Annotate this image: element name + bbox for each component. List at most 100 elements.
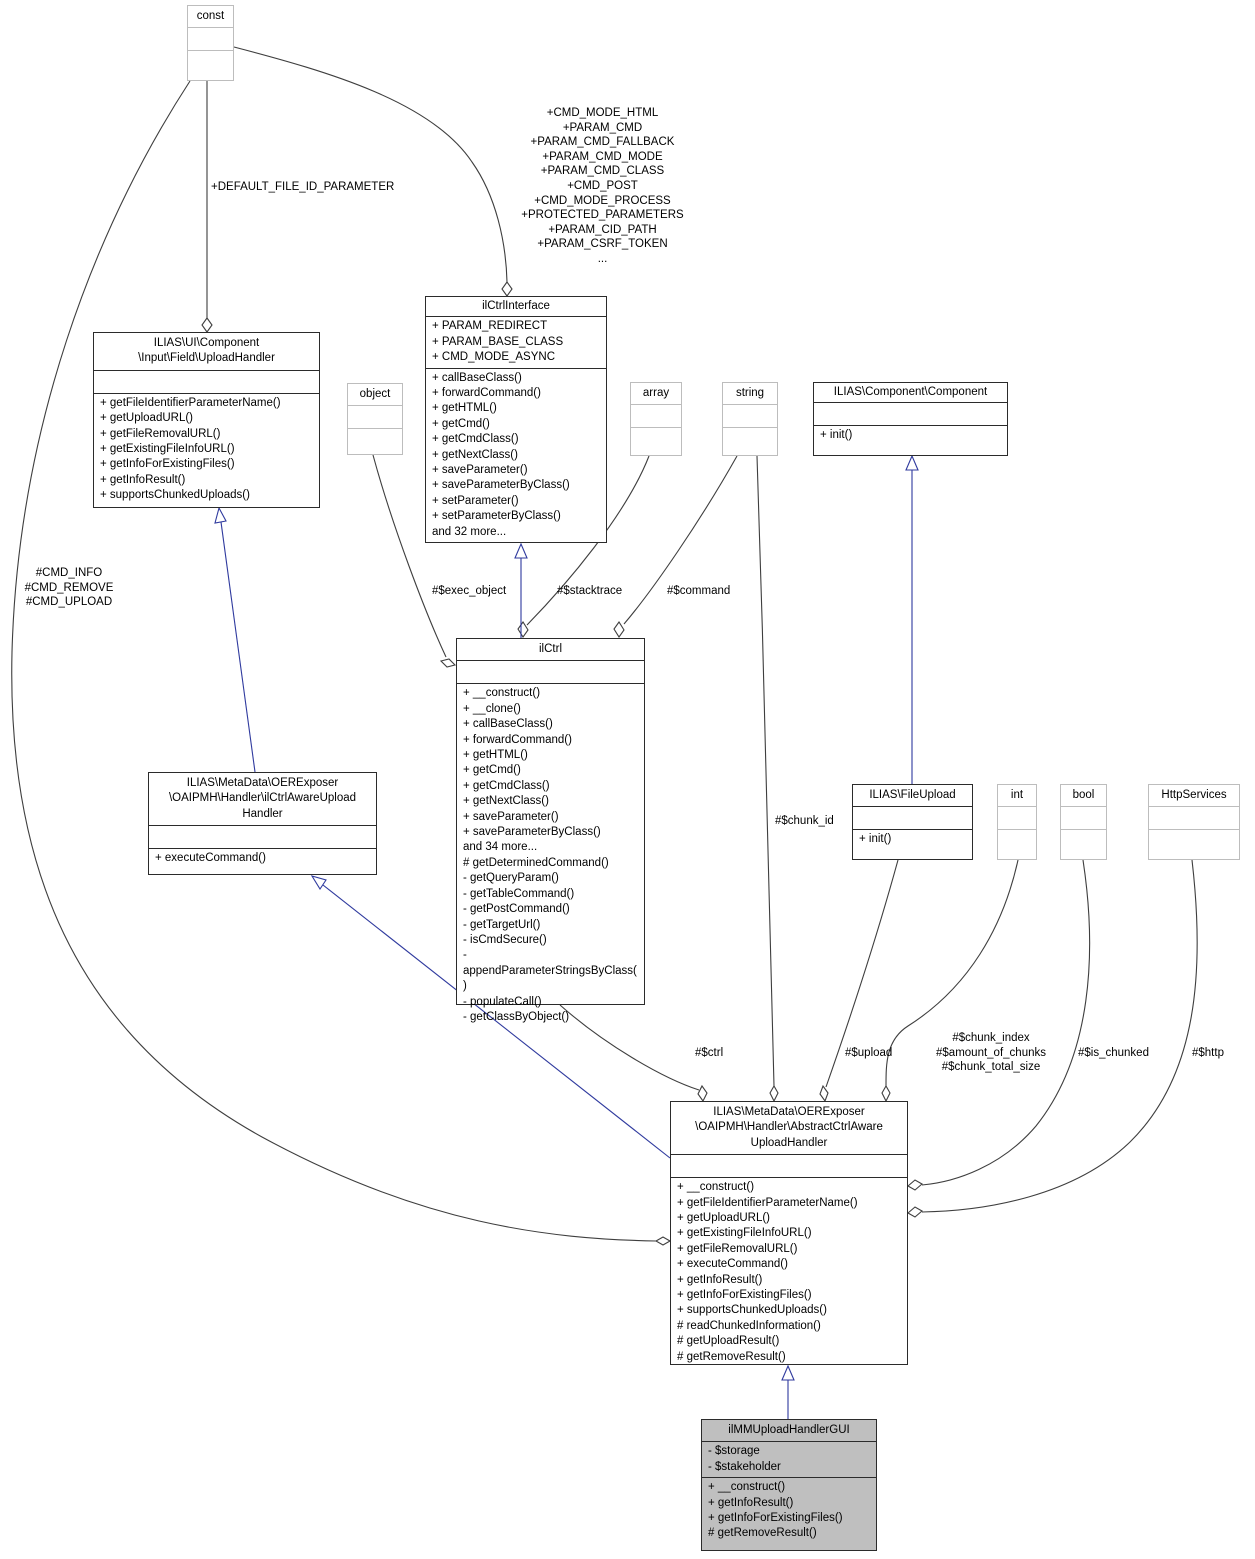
member-line: + getFileRemovalURL()	[100, 427, 221, 440]
class-array-attrs	[631, 405, 681, 429]
member-line: + getInfoForExistingFiles()	[677, 1289, 812, 1302]
class-int-methods	[998, 830, 1036, 859]
edge-ilctrl-ilctrlinterface-inheritance	[514, 542, 528, 638]
class-abstractctrlawareuploadhandler[interactable]: ILIAS\MetaData\OERExposer \OAIPMH\Handle…	[670, 1101, 908, 1365]
class-string-methods	[723, 428, 777, 455]
edge-fileupload-component-inheritance	[905, 454, 919, 784]
member-line: + getInfoForExistingFiles()	[100, 458, 235, 471]
class-string: string	[722, 382, 778, 456]
edge-label-is-chunked: #$is_chunked	[1078, 1047, 1149, 1059]
member-line: and 32 more...	[432, 525, 507, 538]
member-line: + supportsChunkedUploads()	[677, 1304, 827, 1317]
class-ilmmuploadhandlergui-title: ilMMUploadHandlerGUI	[702, 1420, 876, 1443]
edge-gui-abstracthandler-inheritance	[781, 1364, 795, 1419]
edge-bool-abstracthandler	[907, 859, 1091, 1191]
class-abstractctrlawareuploadhandler-attrs	[671, 1155, 907, 1179]
edge-int-abstracthandler	[881, 859, 1019, 1103]
edge-label-chunk-id: #$chunk_id	[775, 815, 834, 827]
edge-httpservices-abstracthandler	[907, 859, 1198, 1218]
class-object-title: object	[348, 384, 402, 407]
member-line: # getRemoveResult()	[677, 1350, 786, 1363]
class-bool-methods	[1061, 830, 1106, 859]
class-uploadhandler-title: ILIAS\UI\Component \Input\Field\UploadHa…	[94, 333, 319, 371]
member-line: - populateCall()	[463, 995, 542, 1008]
class-const-attrs	[188, 28, 233, 52]
member-line: + __clone()	[463, 702, 521, 715]
class-httpservices-title: HttpServices	[1149, 785, 1239, 808]
edge-abstracthandler-ctrlaware-inheritance	[310, 875, 671, 1159]
edge-const-abstracthandler	[11, 80, 672, 1246]
member-line: + init()	[820, 429, 853, 442]
class-ilctrl-title: ilCtrl	[457, 639, 644, 662]
class-object-attrs	[348, 406, 402, 430]
class-fileupload-attrs	[853, 807, 972, 831]
member-line: - getTargetUrl()	[463, 918, 541, 931]
class-ilctrl[interactable]: ilCtrl + __construct()+ __clone()+ callB…	[456, 638, 645, 1023]
member-line: + getInfoForExistingFiles()	[708, 1512, 843, 1525]
class-bool-attrs	[1061, 807, 1106, 831]
class-abstractctrlawareuploadhandler-methods: + __construct()+ getFileIdentifierParame…	[671, 1178, 907, 1364]
class-ctrlawareuploadhandler-title: ILIAS\MetaData\OERExposer \OAIPMH\Handle…	[149, 773, 376, 827]
class-component-methods: + init()	[814, 426, 1007, 455]
class-ilctrlinterface[interactable]: ilCtrlInterface + PARAM_REDIRECT+ PARAM_…	[425, 296, 607, 543]
class-ctrlawareuploadhandler[interactable]: ILIAS\MetaData\OERExposer \OAIPMH\Handle…	[148, 772, 377, 875]
member-line: + __construct()	[677, 1181, 755, 1194]
member-line: - isCmdSecure()	[463, 933, 547, 946]
edge-label-stacktrace: #$stacktrace	[557, 585, 623, 597]
class-ilctrl-methods: + __construct()+ __clone()+ callBaseClas…	[457, 684, 644, 1023]
class-string-title: string	[723, 383, 777, 406]
class-array-methods	[631, 428, 681, 455]
member-line: + getExistingFileInfoURL()	[677, 1227, 812, 1240]
member-line: + getInfoResult()	[708, 1496, 794, 1509]
class-bool: bool	[1060, 784, 1107, 860]
edge-label-ctrl: #$ctrl	[695, 1047, 724, 1059]
member-line: + saveParameter()	[463, 810, 559, 823]
member-line: + forwardCommand()	[463, 733, 572, 746]
class-object: object	[347, 383, 403, 455]
class-ctrlawareuploadhandler-attrs	[149, 826, 376, 850]
edge-label-ctrl-interface-consts: +CMD_MODE_HTML +PARAM_CMD +PARAM_CMD_FAL…	[521, 107, 684, 265]
member-line: + init()	[859, 833, 892, 846]
class-fileupload-title: ILIAS\FileUpload	[853, 785, 972, 808]
class-abstractctrlawareuploadhandler-title: ILIAS\MetaData\OERExposer \OAIPMH\Handle…	[671, 1102, 907, 1156]
member-line: + getCmdClass()	[432, 433, 519, 446]
member-line: + PARAM_REDIRECT	[432, 320, 548, 333]
edge-const-uploadhandler	[201, 81, 213, 333]
edge-string-ilctrl	[613, 455, 738, 638]
class-httpservices-methods	[1149, 830, 1239, 859]
edge-fileupload-abstracthandler	[819, 859, 899, 1103]
member-line: + CMD_MODE_ASYNC	[432, 351, 556, 364]
class-ilctrlinterface-methods: + callBaseClass()+ forwardCommand()+ get…	[426, 369, 606, 542]
edge-string-abstracthandler	[756, 455, 779, 1103]
edge-label-upload: #$upload	[845, 1047, 893, 1059]
class-array: array	[630, 382, 682, 456]
member-line: + setParameterByClass()	[432, 510, 561, 523]
member-line: - getQueryParam()	[463, 872, 559, 885]
member-line: + setParameter()	[432, 494, 519, 507]
member-line: + getHTML()	[432, 402, 497, 415]
member-line: # getDeterminedCommand()	[463, 856, 609, 869]
member-line: + callBaseClass()	[432, 371, 522, 384]
class-uploadhandler[interactable]: ILIAS\UI\Component \Input\Field\UploadHa…	[93, 332, 320, 508]
class-httpservices-attrs	[1149, 807, 1239, 831]
class-component[interactable]: ILIAS\Component\Component + init()	[813, 382, 1008, 456]
class-ilmmuploadhandlergui[interactable]: ilMMUploadHandlerGUI - $storage- $stakeh…	[701, 1419, 877, 1551]
class-fileupload[interactable]: ILIAS\FileUpload + init()	[852, 784, 973, 860]
member-line: + saveParameterByClass()	[432, 479, 570, 492]
member-line: - getClassByObject()	[463, 1010, 570, 1023]
member-line: + getInfoResult()	[100, 473, 186, 486]
member-line: + PARAM_BASE_CLASS	[432, 335, 564, 348]
edge-ilctrl-abstracthandler	[559, 1004, 708, 1103]
member-line: + getFileIdentifierParameterName()	[100, 396, 281, 409]
class-int-title: int	[998, 785, 1036, 808]
member-line: + getCmd()	[463, 764, 521, 777]
member-line: - $stakeholder	[708, 1460, 781, 1473]
member-line: - getPostCommand()	[463, 903, 570, 916]
member-line: + saveParameter()	[432, 464, 528, 477]
class-component-title: ILIAS\Component\Component	[814, 383, 1007, 404]
class-ilmmuploadhandlergui-attrs: - $storage- $stakeholder	[702, 1442, 876, 1479]
class-httpservices: HttpServices	[1148, 784, 1240, 860]
class-uploadhandler-methods: + getFileIdentifierParameterName()+ getU…	[94, 394, 319, 507]
